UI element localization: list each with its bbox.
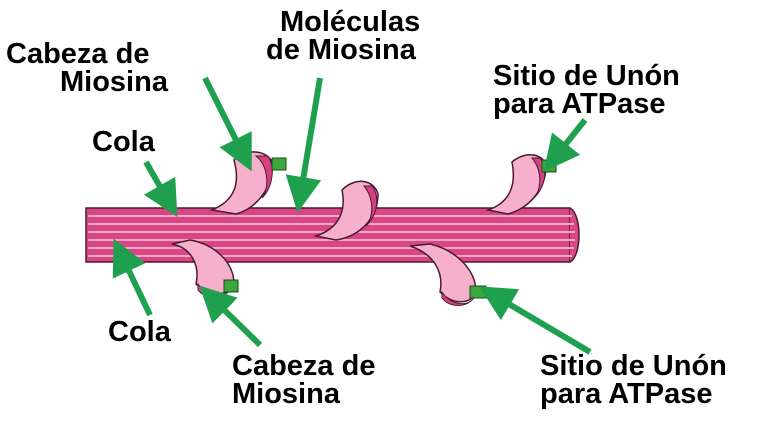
arrow-moleculas [300, 78, 320, 198]
myosin-head-top-right [488, 155, 556, 214]
label-sitio-union-top: Sitio de Unón para ATPase [493, 62, 680, 118]
arrow-sitio-bottom [492, 294, 590, 352]
label-cola-top: Cola [92, 128, 155, 156]
atpase-site-marker [224, 280, 238, 292]
label-cola-bottom: Cola [108, 318, 171, 346]
label-sitio-union-bottom: Sitio de Unón para ATPase [540, 352, 727, 408]
arrow-cabeza-bottom [210, 296, 260, 345]
atpase-site-marker [542, 160, 556, 172]
atpase-site-marker [272, 158, 286, 170]
label-moleculas-miosina: Moléculas de Miosina [266, 8, 420, 64]
myosin-head-top-left [212, 152, 286, 214]
label-cabeza-miosina-bottom: Cabeza de Miosina [232, 352, 375, 408]
arrow-cola-top [146, 162, 170, 204]
arrow-cabeza-top [205, 78, 245, 158]
atpase-site-marker [470, 286, 486, 298]
arrow-sitio-top [553, 120, 585, 160]
label-cabeza-miosina-top: Cabeza de Miosina [6, 40, 168, 96]
